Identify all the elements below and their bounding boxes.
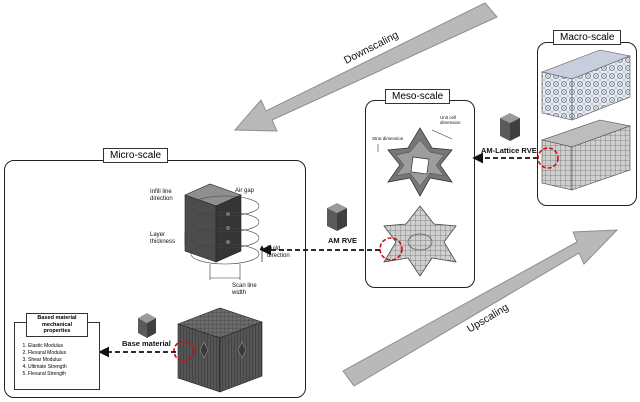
downscaling-arrow (233, 2, 498, 132)
properties-title: Based material mechanical properties (26, 313, 88, 337)
properties-list: Elastic Modulus Flexural Modulus Shear M… (16, 343, 67, 378)
strut-dimension-label: Strut dimension (372, 136, 404, 141)
unit-cell-dimension-line (431, 129, 453, 140)
property-item: Flexural Modulus (28, 350, 67, 357)
meso-zoom-circle (379, 237, 403, 261)
macro-mesh-bar (540, 119, 632, 191)
meso-scale-title: Meso-scale (385, 89, 451, 104)
micro-scale-title: Micro-scale (103, 148, 169, 163)
am-lattice-rve-label: AM-Lattice RVE (481, 146, 537, 155)
layer-thickness-label: Layer thickness (150, 232, 176, 245)
micro-zoom-circle (173, 340, 195, 362)
base-material-label: Base material (122, 339, 171, 348)
build-direction-label: Build direction (267, 246, 290, 259)
am-rve-cube (327, 203, 347, 231)
micro-schematic-cube (184, 183, 260, 280)
property-item: Flexural Strength (28, 371, 67, 378)
infill-line-direction-label: Infill line direction (150, 189, 173, 202)
micro-meshed-cube (177, 307, 263, 393)
base-material-cube (138, 313, 156, 338)
macro-lattice-bar (540, 49, 632, 121)
property-item: Shear Modulus (28, 357, 67, 364)
meso-meshed-star (383, 205, 457, 277)
property-item: Elastic Modulus (28, 343, 67, 350)
upscaling-arrow (342, 229, 619, 387)
macro-scale-title: Macro-scale (553, 30, 622, 45)
am-lattice-rve-cube (500, 113, 520, 141)
am-rve-label: AM RVE (328, 236, 358, 245)
air-gap-label: Air gap (235, 188, 255, 194)
property-item: Ultimate Strength (28, 364, 67, 371)
meso-unit-cell-star (387, 127, 453, 197)
scan-line-width-label: Scan line width (232, 283, 257, 296)
unit-cell-dimension-label: Unit cell dimension (440, 115, 461, 125)
